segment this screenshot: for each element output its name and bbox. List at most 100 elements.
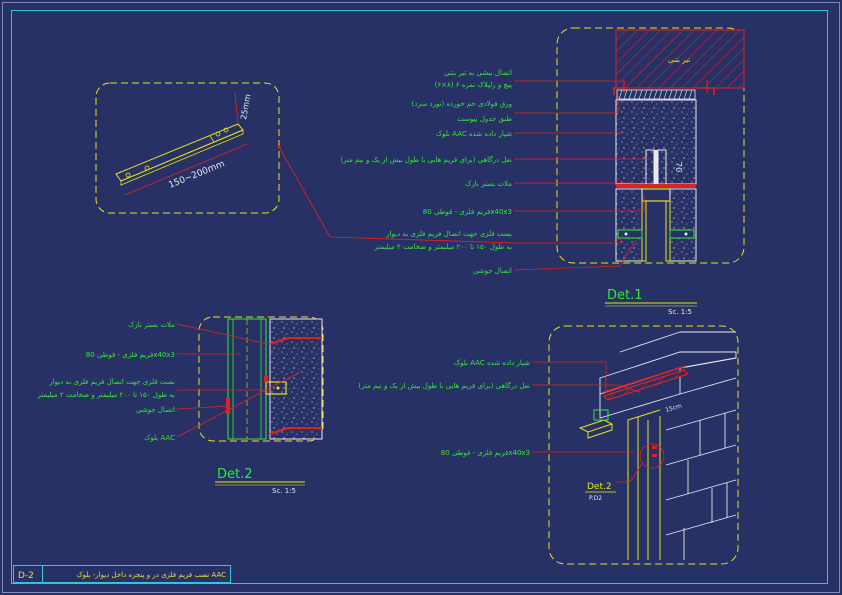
leader-line [514,196,645,212]
aac-block-lower-right [669,188,697,262]
iso-label: فریم فلزی - قوطی 80x40x3 [441,449,530,457]
reference-arrow-clip [277,144,331,238]
sheet-number: D-2 [18,571,34,581]
clip-iso [593,409,609,421]
det1-label: فریم فلزی - قوطی 80x40x3 [423,208,512,216]
det1-label: بلوک AAC شیار داده شده [436,130,512,138]
thin-mortar-bed [616,184,696,188]
beam-label: تیر بتنی [668,56,690,64]
lintel-fill [654,150,658,184]
angle-clip-right [700,87,715,95]
iso-ref-title: Det.2 [587,482,612,492]
det1-label: ورق فولادی خم خورده (نورد سرد) [412,100,512,108]
dim-width-label: 25mm [239,93,252,120]
aac-block-lower-left [615,188,643,262]
aac-lintel-course [599,331,737,419]
title-block: D-2 نصب فریم فلزی در و پنجره داخل دیوار-… [13,565,231,583]
clip-screw [276,386,280,390]
iso-label: بلوک AAC شیار داده شده [454,359,530,367]
leader-line [513,239,637,271]
clip-detail-frame [95,82,280,214]
det1-scale: Sc. 1:5 [668,308,692,316]
lintel-iso [602,369,690,401]
clip-detail: 150~200mm 25mm [95,82,280,214]
steel-frame-box [641,188,671,202]
wall-clip-right [669,229,695,239]
soft-strip-hatch [618,89,693,100]
det2-label: بلوک AAC [144,434,175,442]
det1-label: اتصال نبشی به تیر بتنی [444,69,512,77]
weld-mark-iso [652,454,657,457]
det1-label: نعل درگاهی (برای فریم هایی با طول بیش از… [340,155,512,164]
det1-frame [556,27,745,264]
det2-labels: ملات بستر نازک فریم فلزی - قوطی 80x40x3 … [36,321,175,442]
det2-section [198,316,324,442]
dim-line-width [234,92,239,125]
leader-line [514,182,633,186]
leader-line [532,361,607,392]
metal-clip-plate-edge [120,129,244,186]
dim-length-label: 150~200mm [167,159,226,191]
iso-ref-sheet: P.D2 [589,495,602,502]
det2-leaders [176,323,301,438]
dim-15-label: 15cm [665,403,683,414]
leader-line [329,236,515,244]
det1-label: پیچ و رلپلاک نمره ۶ (۸×۶) [435,81,512,89]
lintel-top-edge [603,365,687,393]
det2-scale: Sc. 1:5 [272,487,296,495]
leader-line [616,463,643,483]
concrete-beam [615,29,745,89]
leader-line [514,96,619,114]
leader-line [514,235,623,244]
iso-label: نعل درگاهی (برای فریم هایی با طول بیش از… [358,381,530,390]
det1-label: اتصال جوشی [473,267,512,275]
det2-label: اتصال جوشی [136,406,175,414]
clip-hole [215,131,221,137]
iso-view: 15cm [548,325,739,565]
steel-frame-iso [578,409,661,560]
wall-clip-left [617,229,643,239]
iso-leaders [532,361,643,483]
det2-label: ملات بستر نازک [128,321,175,329]
drawing-frame [11,10,828,584]
leader-line [532,384,641,393]
det2-label: بست فلزی جهت اتصال فریم فلزی به دیوار [48,378,175,386]
det1-label: به طول ۱۵۰ تا ۲۰۰ میلیمتر و ضخامت ۲ میلی… [373,243,512,251]
sheet-title: نصب فریم فلزی در و پنجره داخل دیوار- بلو… [76,571,226,579]
det1-title: Det.1 [607,288,643,303]
dim-line-length [124,143,248,196]
leader-line [176,323,269,345]
clip-bend-line [209,135,215,143]
angle-clip-left [613,87,626,95]
clip-hole [125,172,131,178]
detail-reference-circle [639,443,665,469]
det2-label: به طول ۱۵۰ تا ۲۰۰ میلیمتر و ضخامت ۲ میلی… [36,391,175,399]
aac-masonry-wall [665,409,737,560]
wall-clip-plan [265,381,287,395]
clip-hole [223,127,229,133]
dim-70-label: 70 [674,162,683,172]
clip-screw [624,232,628,236]
soft-strip [616,89,696,100]
weld-mark [264,376,268,382]
det1-labels: اتصال نبشی به تیر بتنی پیچ و رلپلاک نمره… [340,69,512,275]
iso-labels: بلوک AAC شیار داده شده نعل درگاهی (برای … [358,359,530,457]
weld-mark-iso [652,446,657,449]
clip-screw [684,232,688,236]
thin-mortar-joint [269,337,322,345]
det2-label: فریم فلزی - قوطی 80x40x3 [86,351,175,359]
det2-frame [198,316,324,442]
clip-hole [144,165,150,171]
leader-line [176,405,229,410]
det1-leaders [329,80,650,271]
leader-line [176,371,301,438]
det1-section: تیر بتنی 70 [556,27,745,264]
det1-label: طبق جدول پیوست [457,115,512,123]
det2-title: Det.2 [217,467,253,482]
det1-label: بست فلزی جهت اتصال فریم فلزی به دیوار [385,230,512,238]
title-block-frame [13,565,231,583]
det1-label: ملات بستر نازک [465,180,512,188]
iso-frame [548,325,739,565]
